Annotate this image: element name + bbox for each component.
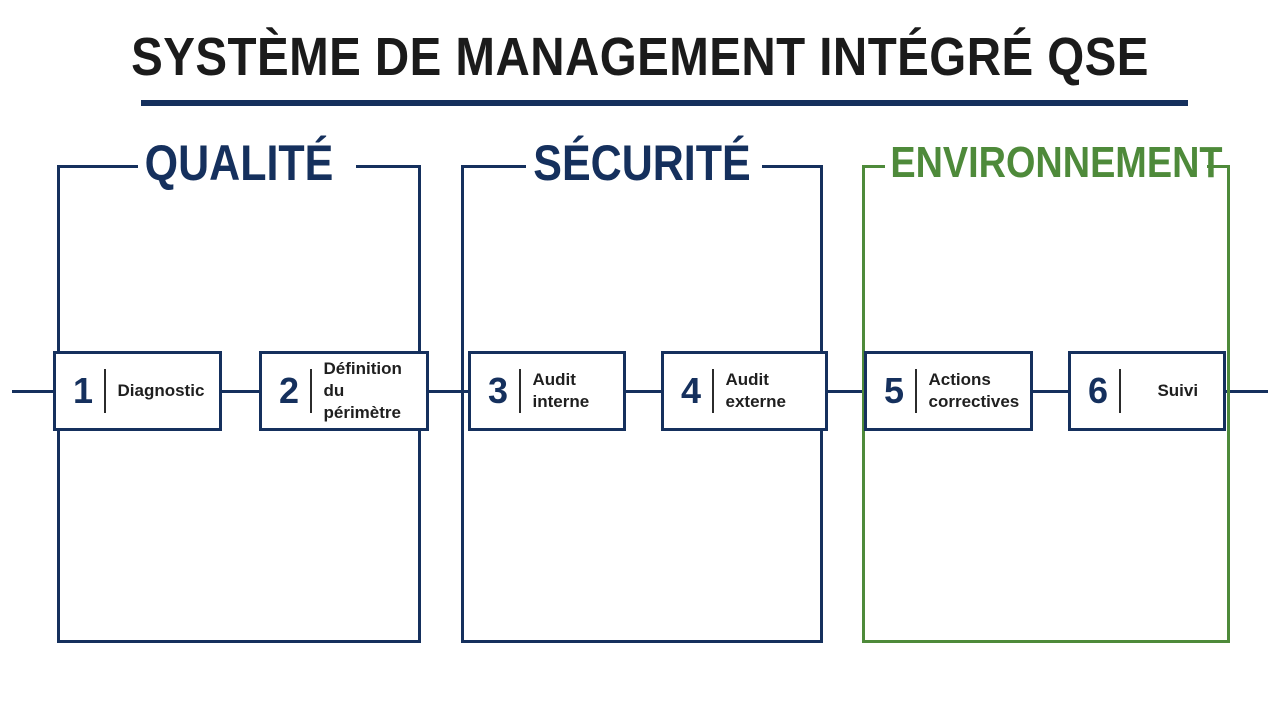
step-divider xyxy=(104,369,106,413)
section-title-securite: SÉCURITÉ xyxy=(533,135,751,191)
step-number: 2 xyxy=(278,370,300,411)
section-frame-top-right xyxy=(762,165,820,168)
section-frame-top-left xyxy=(865,165,885,168)
step-label: Actions correctives xyxy=(928,370,1020,411)
section-title-environnement: ENVIRONNEMENT xyxy=(890,138,1223,187)
step-audit-externe: 4 Audit externe xyxy=(661,351,828,431)
step-actions-correctives: 5 Actions correctives xyxy=(864,351,1033,431)
step-label: Diagnostic xyxy=(117,381,205,400)
section-environnement: ENVIRONNEMENT xyxy=(862,138,1230,643)
section-frame-top-left xyxy=(464,165,526,168)
section-frame-top-right xyxy=(1207,165,1227,168)
step-number: 1 xyxy=(72,370,94,411)
step-diagnostic: 1 Diagnostic xyxy=(53,351,222,431)
process-timeline-line xyxy=(12,390,1268,393)
step-divider xyxy=(519,369,521,413)
step-divider xyxy=(1119,369,1121,413)
title-underline xyxy=(141,100,1188,106)
step-number: 6 xyxy=(1087,370,1109,411)
step-label: Suivi xyxy=(1157,381,1199,400)
step-definition-perimetre: 2 Définition du périmètre xyxy=(259,351,429,431)
step-label: Audit interne xyxy=(532,370,590,411)
section-frame-top-left xyxy=(60,165,138,168)
step-suivi: 6 Suivi xyxy=(1068,351,1226,431)
section-frame-top-right xyxy=(356,165,418,168)
step-divider xyxy=(310,369,312,413)
step-divider xyxy=(915,369,917,413)
step-number: 3 xyxy=(487,370,509,411)
step-divider xyxy=(712,369,714,413)
step-label: Audit externe xyxy=(725,370,786,411)
page-title: SYSTÈME DE MANAGEMENT INTÉGRÉ QSE xyxy=(131,27,1149,87)
step-label: Définition du périmètre xyxy=(323,359,402,422)
step-number: 4 xyxy=(680,370,702,411)
step-number: 5 xyxy=(883,370,905,411)
step-audit-interne: 3 Audit interne xyxy=(468,351,626,431)
section-title-qualite: QUALITÉ xyxy=(144,135,334,191)
